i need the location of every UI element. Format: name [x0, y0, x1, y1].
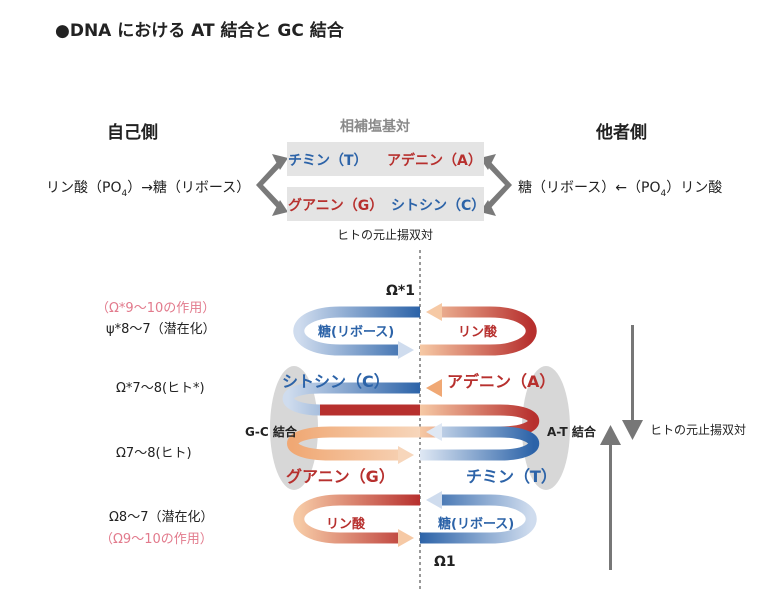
gc-bond-ellipse	[270, 366, 318, 490]
top-phosphate-label: リン酸	[458, 325, 498, 340]
top-loop	[293, 303, 537, 359]
pair-heading: 相補塩基対	[340, 119, 410, 135]
omega-star-1-label: Ω*1	[386, 283, 415, 299]
pair-row-thymine-adenine: チミン（T） アデニン（A）	[287, 142, 484, 176]
gc-bond-label: G-C 結合	[245, 425, 297, 439]
self-chain-text: リン酸（PO4）→糖（リボース）	[46, 180, 251, 199]
thymine-label: チミン（T）	[288, 153, 368, 169]
right-chevron-arrows	[480, 154, 512, 216]
self-side-label: 自己側	[107, 123, 158, 143]
helix-adenine-label: アデニン（A）	[447, 372, 556, 391]
label-psi-latent: ψ*8〜7（潜在化）	[106, 322, 216, 337]
right-down-arrow	[622, 325, 643, 440]
label-omega-human: Ω7〜8(ヒト)	[116, 446, 192, 461]
bottom-phosphate-label: リン酸	[326, 517, 366, 532]
omega-1-label: Ω1	[434, 554, 456, 570]
label-omega-star-9-10: （Ω*9〜10の作用）	[96, 301, 216, 316]
other-side-label: 他者側	[596, 123, 647, 143]
guanine-label: グアニン（G）	[288, 198, 384, 214]
helix-guanine-label: グアニン（G）	[286, 467, 395, 486]
at-bond-ellipse	[522, 366, 570, 490]
cytosine-label: シトシン（C）	[391, 198, 486, 214]
bottom-loop	[293, 491, 537, 547]
helix-cytosine-label: シトシン（C）	[282, 372, 390, 391]
caption-right: ヒトの元止揚双対	[650, 423, 747, 437]
adenine-label: アデニン（A）	[387, 153, 482, 169]
helix-thymine-label: チミン（T）	[466, 467, 557, 486]
page-title: ●DNA における AT 結合と GC 結合	[55, 21, 344, 41]
right-up-arrow	[600, 425, 621, 570]
bottom-sugar-label: 糖(リボース)	[438, 517, 515, 532]
pair-row-guanine-cytosine: グアニン（G） シトシン（C）	[287, 187, 486, 221]
middle-helix	[282, 379, 539, 464]
top-sugar-label: 糖(リボース)	[318, 325, 395, 340]
left-chevron-arrows	[256, 154, 288, 216]
at-bond-label: A-T 結合	[547, 425, 596, 439]
label-omega-9-10: （Ω9〜10の作用）	[100, 532, 213, 547]
label-omega-star-human: Ω*7〜8(ヒト*)	[116, 381, 205, 396]
label-omega-latent: Ω8〜7（潜在化）	[109, 510, 214, 525]
caption-top: ヒトの元止揚双対	[337, 228, 434, 242]
other-chain-text: 糖（リボース）←（PO4）リン酸	[518, 180, 723, 199]
